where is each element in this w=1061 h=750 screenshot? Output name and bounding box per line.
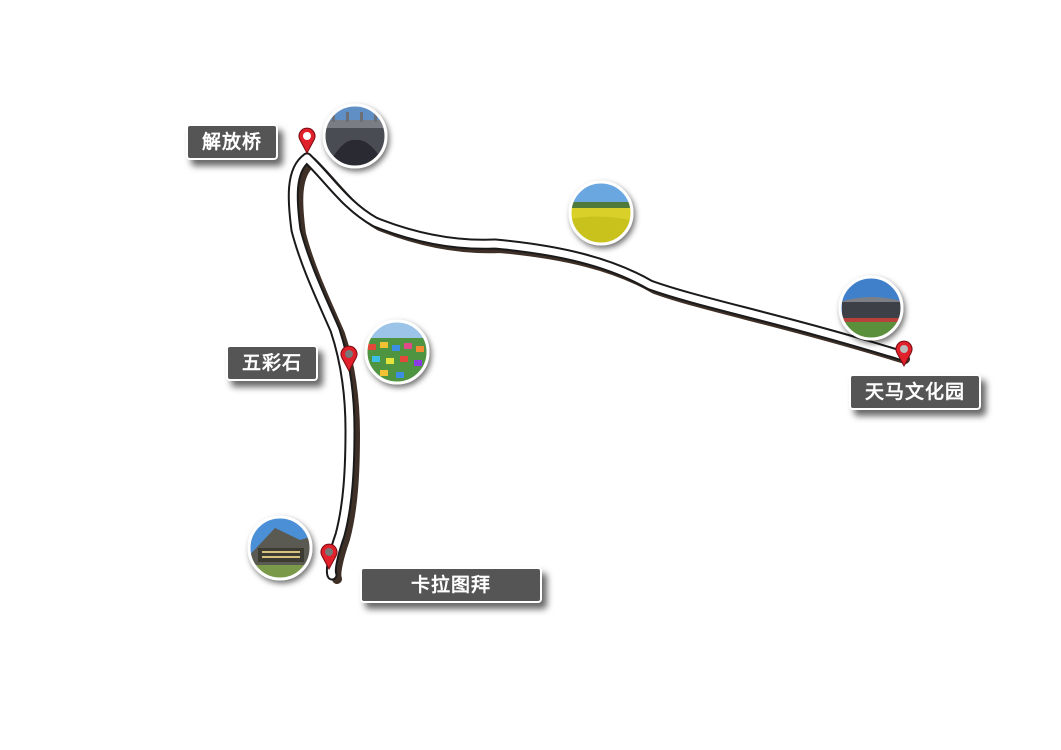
location-label-kalatubai[interactable]: 卡拉图拜 [360,567,542,603]
tent-camp-photo-icon [364,319,430,385]
pin-kalatubai-icon[interactable] [320,543,338,571]
geopark-sign-photo-icon [247,515,313,581]
route-south-segment [289,154,354,579]
pin-jiefangqiao-icon[interactable] [298,127,316,155]
location-label-wucaishi[interactable]: 五彩石 [226,345,319,381]
rapeseed-field-photo-icon [568,180,634,246]
location-label-tianma[interactable]: 天马文化园 [849,374,982,410]
location-label-jiefangqiao[interactable]: 解放桥 [186,124,279,160]
bridge-photo-icon [322,103,388,169]
route-line [289,154,904,579]
route-east-segment [303,154,904,359]
pin-tianma-icon[interactable] [895,340,913,368]
stadium-photo-icon [838,275,904,341]
pin-wucaishi-icon[interactable] [340,345,358,373]
